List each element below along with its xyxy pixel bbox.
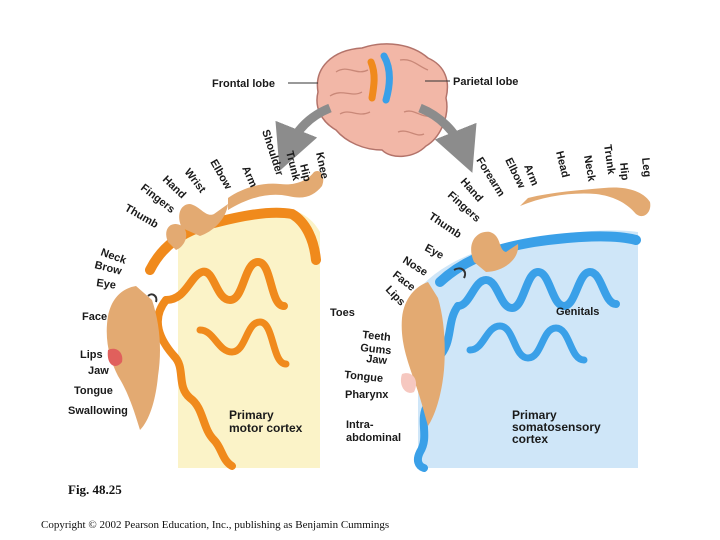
sensory-homunculus xyxy=(400,187,651,426)
sensory-label-pharynx: Pharynx xyxy=(345,389,389,401)
motor-label-trunk: Trunk xyxy=(283,150,302,183)
sensory-label-leg: Leg xyxy=(639,157,653,178)
left-arrow-icon xyxy=(275,103,332,171)
sensory-label-thumb: Thumb xyxy=(426,211,463,242)
motor-label-toes: Toes xyxy=(330,307,355,319)
sensory-label-head: Head xyxy=(553,150,571,179)
parietal-lobe-label: Parietal lobe xyxy=(453,76,518,88)
sensory-label-abdominal: abdominal xyxy=(346,432,401,444)
sensory-label-eye: Eye xyxy=(423,242,446,262)
sensory-label-gums: Gums xyxy=(360,342,392,357)
copyright-notice: Copyright © 2002 Pearson Education, Inc.… xyxy=(41,519,390,531)
sensory-label-tongue: Tongue xyxy=(344,369,384,385)
motor-label-face: Face xyxy=(82,311,107,323)
motor-label-elbow: Elbow xyxy=(207,158,234,192)
motor-homunculus xyxy=(106,170,324,430)
sensory-label-hip: Hip xyxy=(617,162,631,181)
sensory-cortex-region xyxy=(413,230,641,472)
motor-label-hip: Hip xyxy=(297,163,313,183)
sensory-label-jaw: Jaw xyxy=(366,353,388,367)
frontal-lobe-label: Frontal lobe xyxy=(212,78,275,90)
motor-label-swallowing: Swallowing xyxy=(68,405,128,417)
sensory-cortex-title-line3: cortex xyxy=(512,432,548,446)
motor-label-knee: Knee xyxy=(313,151,330,180)
motor-label-arm: Arm xyxy=(239,164,259,189)
sensory-label-trunk: Trunk xyxy=(601,144,617,176)
motor-cortex-title-line1: Primary xyxy=(229,408,274,422)
motor-label-thumb: Thumb xyxy=(123,202,161,231)
sensory-label-genitals: Genitals xyxy=(556,306,599,318)
figure-number: Fig. 48.25 xyxy=(68,482,122,497)
sensory-cortex-title-line2: somatosensory xyxy=(512,420,601,434)
motor-cortex-title-line2: motor cortex xyxy=(229,421,303,435)
brain-illustration xyxy=(316,43,449,158)
motor-label-eye: Eye xyxy=(96,277,117,292)
motor-label-shoulder: Shoulder xyxy=(259,128,285,178)
sensory-label-neck: Neck xyxy=(581,154,598,183)
right-arrow-icon xyxy=(418,103,477,173)
motor-cortex-region xyxy=(145,207,321,470)
sensory-label-elbow: Elbow xyxy=(502,156,527,191)
motor-label-tongue: Tongue xyxy=(74,385,113,397)
motor-label-jaw: Jaw xyxy=(88,365,109,377)
sensory-cortex-title-line1: Primary xyxy=(512,408,557,422)
sensory-label-teeth: Teeth xyxy=(362,329,392,344)
sensory-label-intra: Intra- xyxy=(346,419,374,431)
motor-label-lips: Lips xyxy=(80,349,103,361)
